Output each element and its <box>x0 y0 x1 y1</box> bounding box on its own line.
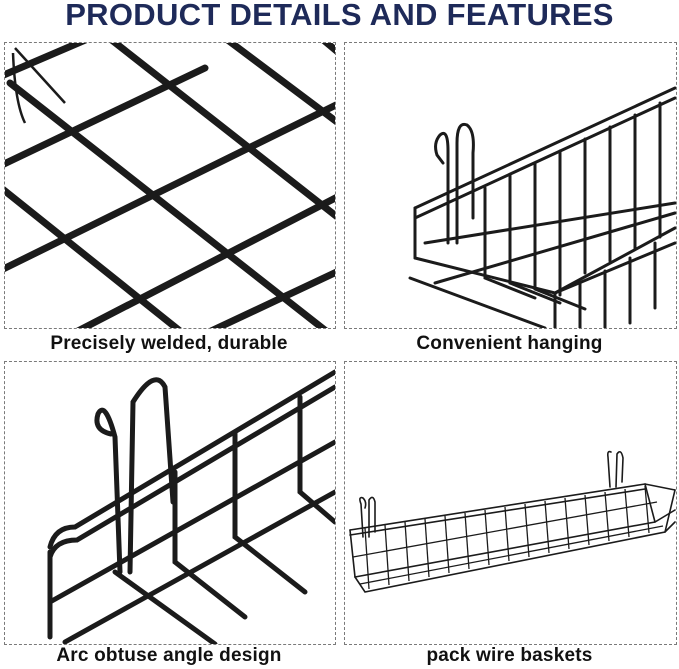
caption-hanging: Convenient hanging <box>416 333 603 354</box>
basket-corner-arc-image <box>4 361 336 645</box>
basket-hook-image <box>344 42 677 329</box>
caption-pack: pack wire baskets <box>426 645 593 666</box>
caption-arc: Arc obtuse angle design <box>56 645 282 666</box>
caption-welded: Precisely welded, durable <box>50 333 288 354</box>
page-title: PRODUCT DETAILS AND FEATURES <box>65 0 614 32</box>
full-wire-basket-image <box>344 361 677 645</box>
wire-grid-closeup-image <box>4 42 336 329</box>
